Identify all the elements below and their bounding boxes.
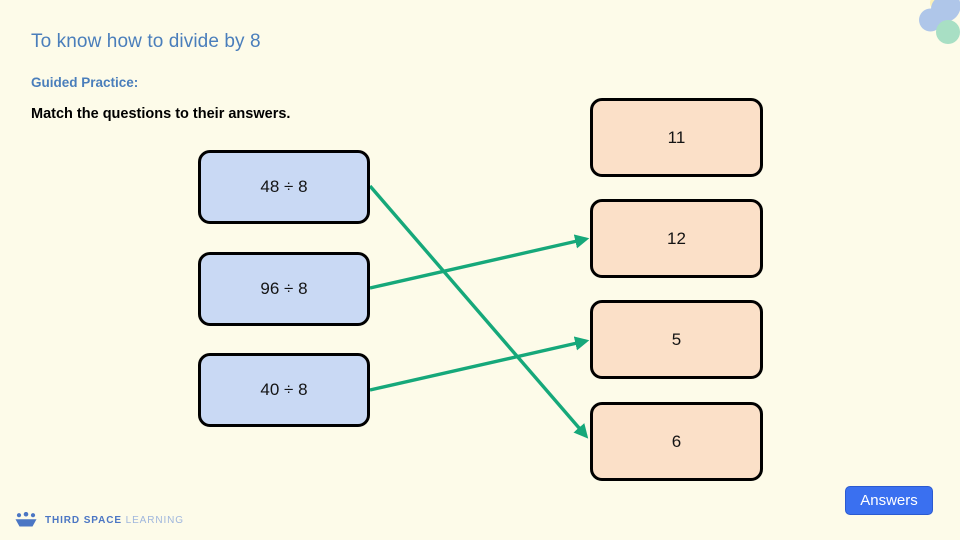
answer-box-3[interactable]: 5 bbox=[590, 300, 763, 379]
answer-box-1[interactable]: 11 bbox=[590, 98, 763, 177]
page-title: To know how to divide by 8 bbox=[31, 31, 261, 52]
instruction-text: Match the questions to their answers. bbox=[31, 106, 291, 122]
third-space-learning-mark-icon bbox=[15, 512, 37, 527]
connector-q2-a2 bbox=[369, 234, 590, 290]
blob-blue-left-icon bbox=[919, 8, 942, 32]
section-subtitle: Guided Practice: bbox=[31, 75, 139, 90]
corner-decoration bbox=[919, 0, 960, 44]
answer-label: 5 bbox=[671, 329, 682, 349]
answers-button-label: Answers bbox=[860, 492, 918, 509]
answer-label: 11 bbox=[667, 127, 686, 147]
brand-wordmark: THIRD SPACE LEARNING bbox=[45, 515, 184, 526]
question-label: 96 ÷ 8 bbox=[260, 279, 308, 298]
blob-yellow-icon bbox=[930, 0, 945, 11]
answers-button[interactable]: Answers bbox=[845, 486, 933, 515]
brand-strong: THIRD SPACE bbox=[45, 514, 122, 526]
blob-blue-right-icon bbox=[931, 0, 960, 23]
question-label: 48 ÷ 8 bbox=[260, 177, 308, 196]
connector-q3-a3 bbox=[369, 336, 590, 392]
connector-q1-a4 bbox=[368, 184, 589, 439]
answer-box-4[interactable]: 6 bbox=[590, 402, 763, 481]
blob-green-icon bbox=[936, 20, 960, 44]
answer-box-2[interactable]: 12 bbox=[590, 199, 763, 278]
question-box-3[interactable]: 40 ÷ 8 bbox=[198, 353, 370, 427]
question-box-2[interactable]: 96 ÷ 8 bbox=[198, 252, 370, 326]
brand-logo: THIRD SPACE LEARNING bbox=[14, 511, 184, 529]
answer-label: 6 bbox=[671, 431, 682, 451]
answer-label: 12 bbox=[667, 228, 686, 248]
question-label: 40 ÷ 8 bbox=[260, 380, 308, 399]
brand-light: LEARNING bbox=[125, 514, 184, 526]
question-box-1[interactable]: 48 ÷ 8 bbox=[198, 150, 370, 224]
